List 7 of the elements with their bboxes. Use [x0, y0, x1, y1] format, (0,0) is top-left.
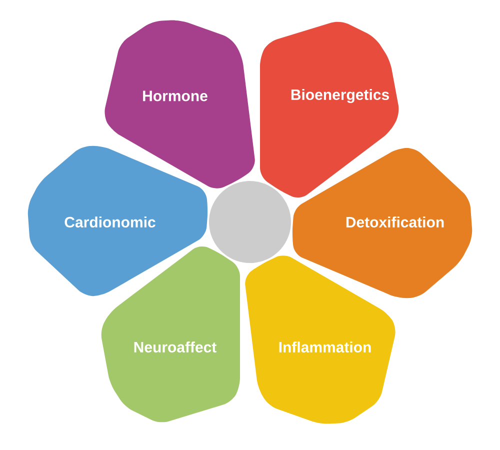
- center-circle: [209, 181, 291, 263]
- petal-segment: Bioenergetics: [260, 22, 399, 198]
- petal-segment: Hormone: [104, 20, 255, 188]
- petal-segment: Cardionomic: [28, 146, 208, 296]
- petal-segment: Detoxification: [292, 148, 472, 298]
- petal-segment: Inflammation: [245, 256, 396, 424]
- petal-segment: Neuroaffect: [101, 246, 240, 422]
